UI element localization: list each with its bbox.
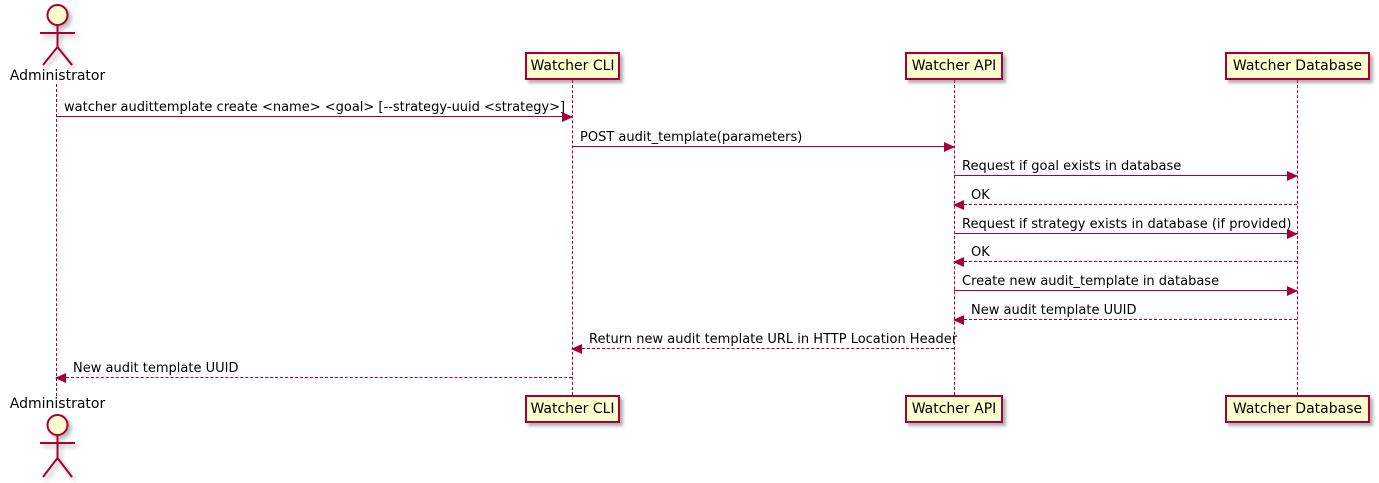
participant-watcher-api-top: Watcher API — [905, 52, 1003, 80]
message-arrow — [571, 344, 954, 354]
arrowhead-left-icon — [571, 344, 582, 354]
message-label: OK — [971, 188, 990, 203]
message-new-audit-template-uuid-admin: New audit template UUID — [55, 361, 572, 383]
message-label: Return new audit template URL in HTTP Lo… — [589, 332, 958, 347]
message-goal-ok: OK — [953, 188, 1297, 210]
lifeline-watcher-api — [954, 80, 955, 395]
message-arrow — [56, 112, 573, 122]
lifeline-watcher-cli — [572, 80, 573, 395]
arrowhead-left-icon — [953, 257, 964, 267]
actor-label-bottom: Administrator — [9, 396, 106, 412]
arrowhead-right-icon — [1287, 286, 1298, 296]
actor-label-top: Administrator — [9, 68, 106, 84]
message-label: watcher audittemplate create <name> <goa… — [64, 100, 566, 115]
arrowhead-left-icon — [953, 200, 964, 210]
arrowhead-right-icon — [1287, 171, 1298, 181]
actor-icon — [40, 4, 75, 66]
arrowhead-right-icon — [562, 112, 573, 122]
arrowhead-left-icon — [953, 315, 964, 325]
message-request-strategy-exists: Request if strategy exists in database (… — [954, 217, 1298, 239]
message-label: Request if strategy exists in database (… — [962, 217, 1292, 232]
message-arrow — [953, 315, 1297, 325]
arrowhead-left-icon — [55, 373, 66, 383]
message-arrow — [953, 257, 1297, 267]
message-arrow — [954, 171, 1298, 181]
participant-watcher-cli-top: Watcher CLI — [525, 52, 620, 80]
message-arrow — [572, 142, 955, 152]
actor-icon — [40, 414, 75, 478]
message-return-url-location-header: Return new audit template URL in HTTP Lo… — [571, 332, 958, 354]
message-label: New audit template UUID — [971, 303, 1137, 318]
message-arrow — [954, 229, 1298, 239]
lifeline-administrator — [56, 84, 57, 396]
message-label: New audit template UUID — [73, 361, 239, 376]
participant-watcher-database-bottom: Watcher Database — [1225, 395, 1370, 423]
message-arrow — [55, 373, 572, 383]
message-arrow — [954, 286, 1298, 296]
participant-watcher-cli-bottom: Watcher CLI — [525, 395, 620, 423]
participant-watcher-database-top: Watcher Database — [1225, 52, 1370, 80]
arrowhead-right-icon — [1287, 229, 1298, 239]
message-arrow — [953, 200, 1297, 210]
message-create-audit-template-db: Create new audit_template in database — [954, 274, 1298, 296]
message-new-audit-template-uuid-db: New audit template UUID — [953, 303, 1297, 325]
message-label: POST audit_template(parameters) — [580, 130, 803, 145]
message-request-goal-exists: Request if goal exists in database — [954, 159, 1298, 181]
message-label: Create new audit_template in database — [962, 274, 1220, 289]
arrowhead-right-icon — [944, 142, 955, 152]
message-label: OK — [971, 245, 990, 260]
message-label: Request if goal exists in database — [962, 159, 1182, 174]
message-create-audittemplate: watcher audittemplate create <name> <goa… — [56, 100, 573, 122]
message-strategy-ok: OK — [953, 245, 1297, 267]
participant-watcher-api-bottom: Watcher API — [905, 395, 1003, 423]
message-post-audit-template: POST audit_template(parameters) — [572, 130, 955, 152]
